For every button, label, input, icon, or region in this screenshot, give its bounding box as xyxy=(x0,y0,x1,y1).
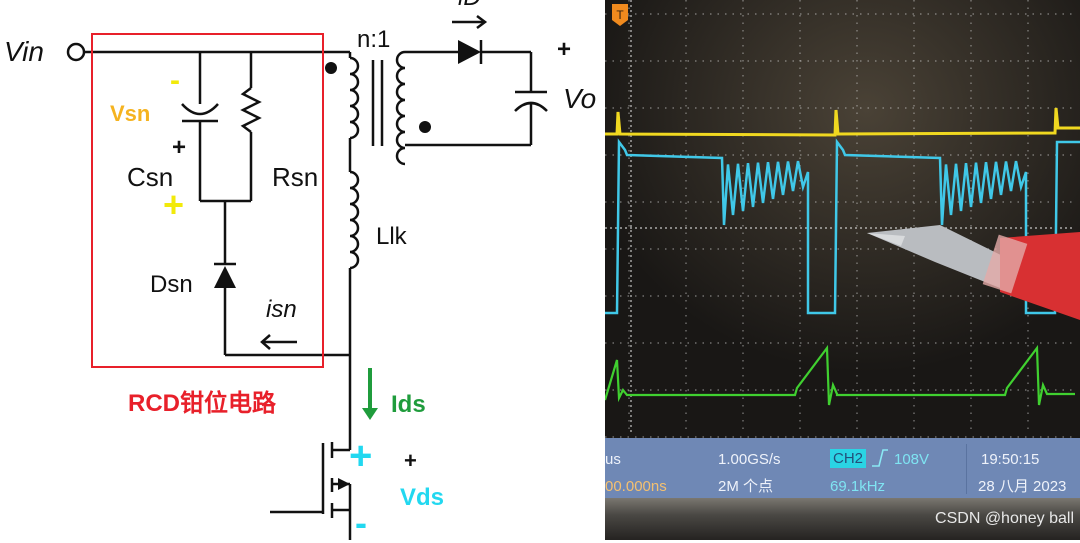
pen-pointer xyxy=(867,225,1080,320)
rcd-clamp-caption: RCD钳位电路 xyxy=(128,390,276,417)
primary-winding xyxy=(349,56,360,140)
isn-label: isn xyxy=(266,296,297,323)
ch3-trace xyxy=(605,344,1075,406)
circuit-schematic xyxy=(66,15,548,540)
dsn-diode-icon xyxy=(214,266,236,288)
secondary-dot-marker xyxy=(419,121,431,133)
sample-rate-label: 1.00GS/s xyxy=(718,451,781,468)
trigger-marker-label: T xyxy=(616,8,624,22)
vds-plus-black-label: + xyxy=(404,448,417,473)
ch1-trace xyxy=(605,107,1080,137)
oscilloscope-photo: T us 00.000ns 1.00GS/s 2M 个点 CH2 108V 69… xyxy=(605,0,1080,540)
clock-date-label: 28 八月 2023 xyxy=(978,478,1067,495)
scope-bezel xyxy=(605,498,1080,540)
id-label: iD xyxy=(458,0,481,10)
oscilloscope-screen: T xyxy=(605,0,1080,438)
ch2-trace xyxy=(605,138,1080,315)
record-length-label: 2M 个点 xyxy=(718,478,774,495)
rsn-label: Rsn xyxy=(272,162,319,192)
csn-capacitor-curved-plate xyxy=(181,103,219,116)
llk-label: Llk xyxy=(376,223,407,250)
vds-plus-cyan-label: + xyxy=(349,434,373,478)
vds-minus-label: - xyxy=(355,502,367,543)
primary-dot-marker xyxy=(325,62,337,74)
transformer-ratio-label: n:1 xyxy=(357,26,391,53)
frequency-label: 69.1kHz xyxy=(830,478,886,495)
vds-label: Vds xyxy=(400,484,445,511)
rising-edge-icon xyxy=(872,449,888,467)
trigger-marker-icon xyxy=(612,4,628,26)
rcd-clamp-circuit-diagram: Vin n:1 iD + Vo - Vsn + Csn + Rsn Llk Ds… xyxy=(4,0,597,543)
ids-label: Ids xyxy=(391,391,426,418)
scope-status-bar: us 00.000ns 1.00GS/s 2M 个点 CH2 108V 69.1… xyxy=(605,438,1080,498)
dsn-label: Dsn xyxy=(150,271,193,298)
csn-plus-yellow-label: + xyxy=(163,184,185,225)
vsn-label: Vsn xyxy=(110,101,151,126)
watermark: CSDN @honey ball xyxy=(935,510,1074,527)
vsn-minus-label: - xyxy=(170,64,180,97)
horizontal-position-label: 00.000ns xyxy=(605,478,667,495)
vo-plus-label: + xyxy=(557,36,572,63)
timebase-label: us xyxy=(605,451,621,468)
mosfet-body-arrow xyxy=(338,478,350,490)
trigger-level-label: 108V xyxy=(894,451,930,468)
csn-plus-label: + xyxy=(172,134,187,161)
output-diode-icon xyxy=(458,40,481,64)
vin-terminal xyxy=(66,42,86,62)
scope-graticule xyxy=(605,0,1075,438)
vin-label: Vin xyxy=(4,36,44,67)
csn-label: Csn xyxy=(127,162,174,192)
output-capacitor-curved-plate xyxy=(514,101,548,112)
leakage-inductor-llk xyxy=(349,170,360,270)
trigger-channel-badge: CH2 xyxy=(830,449,867,468)
clock-time-label: 19:50:15 xyxy=(981,451,1040,468)
vo-label: Vo xyxy=(563,83,597,114)
secondary-winding xyxy=(395,50,406,166)
rcd-clamp-box xyxy=(91,33,324,368)
rsn-resistor xyxy=(240,87,262,133)
